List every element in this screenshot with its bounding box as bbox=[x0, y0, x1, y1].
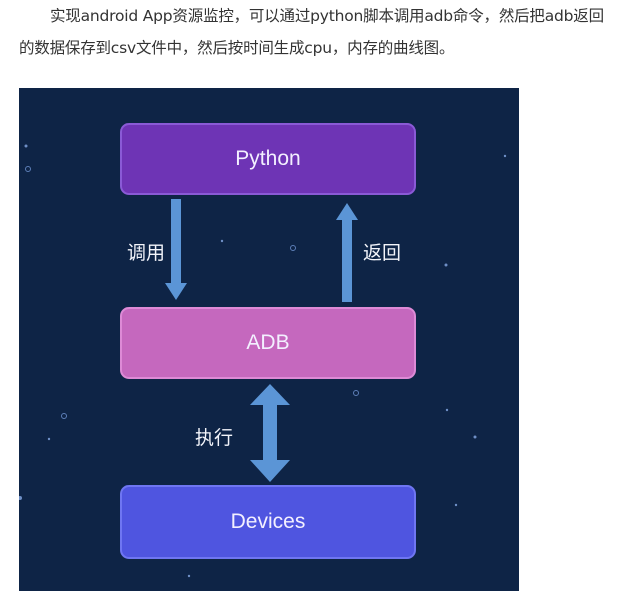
call-label: 调用 bbox=[127, 242, 166, 264]
call-arrow bbox=[165, 199, 187, 300]
background-stars bbox=[25, 166, 359, 419]
return-label: 返回 bbox=[363, 242, 402, 264]
execute-arrow bbox=[250, 384, 290, 482]
intro-paragraph: 实现android App资源监控，可以通过python脚本调用adb命令，然后… bbox=[19, 7, 604, 57]
background-dots bbox=[19, 144, 507, 578]
architecture-diagram: Python ADB Devices 调用 返回 执行 bbox=[19, 88, 519, 591]
diagram-graphics bbox=[19, 144, 507, 578]
adb-node: ADB bbox=[120, 307, 416, 379]
devices-node: Devices bbox=[120, 485, 416, 559]
python-node: Python bbox=[120, 123, 416, 195]
execute-label: 执行 bbox=[195, 427, 234, 449]
return-arrow bbox=[336, 203, 358, 302]
